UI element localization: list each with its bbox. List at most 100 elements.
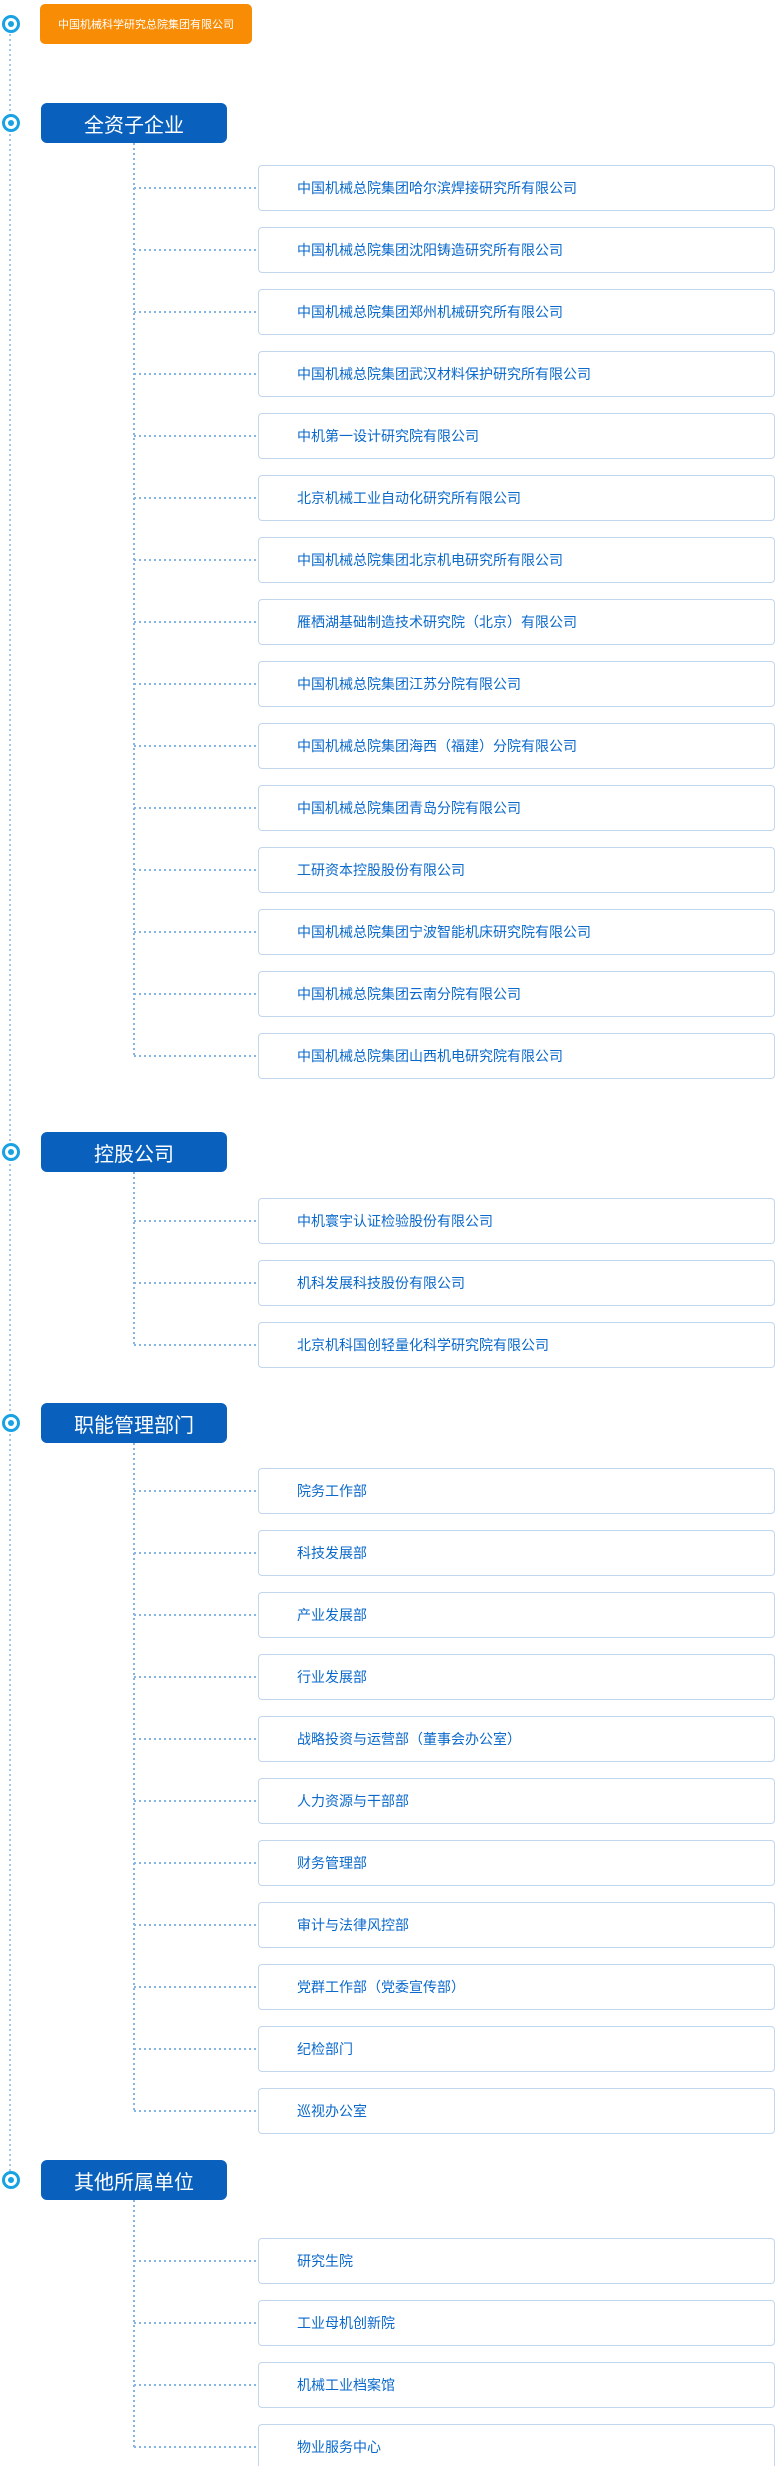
org-unit-item[interactable]: 中国机械总院集团哈尔滨焊接研究所有限公司 bbox=[134, 165, 775, 211]
section-header-departments[interactable]: 职能管理部门 bbox=[41, 1403, 227, 1443]
org-unit-label: 中国机械总院集团宁波智能机床研究院有限公司 bbox=[297, 924, 591, 940]
org-unit-item[interactable]: 战略投资与运营部（董事会办公室） bbox=[134, 1716, 775, 1762]
org-unit-item[interactable]: 纪检部门 bbox=[134, 2026, 775, 2072]
dotted-connector bbox=[134, 1676, 259, 1678]
vertical-dotted-connector bbox=[133, 143, 135, 1056]
vertical-dotted-connector bbox=[133, 1172, 135, 1345]
org-unit-label: 中国机械总院集团江苏分院有限公司 bbox=[297, 676, 521, 692]
org-unit-item[interactable]: 北京机科国创轻量化科学研究院有限公司 bbox=[134, 1322, 775, 1368]
dotted-connector bbox=[134, 1055, 259, 1057]
org-unit-item[interactable]: 机械工业档案馆 bbox=[134, 2362, 775, 2408]
org-unit-label: 机械工业档案馆 bbox=[297, 2377, 395, 2393]
section-header-wholly-owned[interactable]: 全资子企业 bbox=[41, 103, 227, 143]
org-unit-label: 研究生院 bbox=[297, 2253, 353, 2269]
org-unit-label: 科技发展部 bbox=[297, 1545, 367, 1561]
org-unit-label: 院务工作部 bbox=[297, 1483, 367, 1499]
org-unit-item[interactable]: 中国机械总院集团江苏分院有限公司 bbox=[134, 661, 775, 707]
section-header-holding[interactable]: 控股公司 bbox=[41, 1132, 227, 1172]
org-unit-label: 北京机械工业自动化研究所有限公司 bbox=[297, 490, 521, 506]
org-unit-item[interactable]: 财务管理部 bbox=[134, 1840, 775, 1886]
rail-dotted-line bbox=[9, 24, 11, 2180]
dotted-connector bbox=[134, 993, 259, 995]
org-unit-label: 北京机科国创轻量化科学研究院有限公司 bbox=[297, 1337, 549, 1353]
org-unit-item[interactable]: 审计与法律风控部 bbox=[134, 1902, 775, 1948]
org-unit-label: 中国机械总院集团武汉材料保护研究所有限公司 bbox=[297, 366, 591, 382]
dotted-connector bbox=[134, 1282, 259, 1284]
org-unit-item[interactable]: 行业发展部 bbox=[134, 1654, 775, 1700]
section-items-departments: 院务工作部 科技发展部 产业发展部 行业发展部 战略投资与运营部（董事会办公室）… bbox=[134, 1468, 775, 2150]
org-unit-label: 中国机械总院集团哈尔滨焊接研究所有限公司 bbox=[297, 180, 577, 196]
dotted-connector bbox=[134, 1862, 259, 1864]
dotted-connector bbox=[134, 2446, 259, 2448]
org-unit-label: 纪检部门 bbox=[297, 2041, 353, 2057]
section-items-other-units: 研究生院 工业母机创新院 机械工业档案馆 物业服务中心 bbox=[134, 2238, 775, 2466]
section-header-other-units[interactable]: 其他所属单位 bbox=[41, 2160, 227, 2200]
dotted-connector bbox=[134, 1924, 259, 1926]
org-unit-item[interactable]: 院务工作部 bbox=[134, 1468, 775, 1514]
dotted-connector bbox=[134, 435, 259, 437]
org-unit-label: 中国机械总院集团郑州机械研究所有限公司 bbox=[297, 304, 563, 320]
dotted-connector bbox=[134, 683, 259, 685]
org-unit-item[interactable]: 中国机械总院集团山西机电研究院有限公司 bbox=[134, 1033, 775, 1079]
dotted-connector bbox=[134, 373, 259, 375]
section-marker-icon bbox=[2, 2171, 20, 2189]
org-unit-label: 党群工作部（党委宣传部） bbox=[297, 1979, 465, 1995]
org-unit-item[interactable]: 中机寰宇认证检验股份有限公司 bbox=[134, 1198, 775, 1244]
dotted-connector bbox=[134, 869, 259, 871]
dotted-connector bbox=[134, 249, 259, 251]
dotted-connector bbox=[134, 2110, 259, 2112]
org-unit-label: 巡视办公室 bbox=[297, 2103, 367, 2119]
dotted-connector bbox=[134, 2260, 259, 2262]
org-unit-item[interactable]: 科技发展部 bbox=[134, 1530, 775, 1576]
section-marker-icon bbox=[2, 1414, 20, 1432]
org-unit-label: 物业服务中心 bbox=[297, 2439, 381, 2455]
org-unit-item[interactable]: 中国机械总院集团宁波智能机床研究院有限公司 bbox=[134, 909, 775, 955]
org-unit-item[interactable]: 中国机械总院集团云南分院有限公司 bbox=[134, 971, 775, 1017]
org-unit-label: 中机第一设计研究院有限公司 bbox=[297, 428, 479, 444]
org-unit-item[interactable]: 巡视办公室 bbox=[134, 2088, 775, 2134]
org-unit-label: 行业发展部 bbox=[297, 1669, 367, 1685]
section-marker-icon bbox=[2, 15, 20, 33]
section-items-holding: 中机寰宇认证检验股份有限公司 机科发展科技股份有限公司 北京机科国创轻量化科学研… bbox=[134, 1198, 775, 1384]
org-unit-item[interactable]: 党群工作部（党委宣传部） bbox=[134, 1964, 775, 2010]
org-unit-item[interactable]: 中机第一设计研究院有限公司 bbox=[134, 413, 775, 459]
org-unit-item[interactable]: 物业服务中心 bbox=[134, 2424, 775, 2466]
dotted-connector bbox=[134, 2384, 259, 2386]
section-marker-icon bbox=[2, 1143, 20, 1161]
org-unit-label: 机科发展科技股份有限公司 bbox=[297, 1275, 465, 1291]
org-unit-label: 工研资本控股股份有限公司 bbox=[297, 862, 465, 878]
org-unit-item[interactable]: 雁栖湖基础制造技术研究院（北京）有限公司 bbox=[134, 599, 775, 645]
org-unit-item[interactable]: 中国机械总院集团北京机电研究所有限公司 bbox=[134, 537, 775, 583]
org-unit-item[interactable]: 人力资源与干部部 bbox=[134, 1778, 775, 1824]
org-unit-item[interactable]: 工研资本控股股份有限公司 bbox=[134, 847, 775, 893]
org-unit-label: 战略投资与运营部（董事会办公室） bbox=[297, 1731, 521, 1747]
org-unit-label: 财务管理部 bbox=[297, 1855, 367, 1871]
org-unit-label: 审计与法律风控部 bbox=[297, 1917, 409, 1933]
org-root-node[interactable]: 中国机械科学研究总院集团有限公司 bbox=[40, 4, 252, 44]
dotted-connector bbox=[134, 1986, 259, 1988]
org-unit-item[interactable]: 中国机械总院集团郑州机械研究所有限公司 bbox=[134, 289, 775, 335]
org-unit-item[interactable]: 产业发展部 bbox=[134, 1592, 775, 1638]
dotted-connector bbox=[134, 2048, 259, 2050]
dotted-connector bbox=[134, 1344, 259, 1346]
org-unit-item[interactable]: 中国机械总院集团青岛分院有限公司 bbox=[134, 785, 775, 831]
org-unit-item[interactable]: 研究生院 bbox=[134, 2238, 775, 2284]
org-unit-label: 中机寰宇认证检验股份有限公司 bbox=[297, 1213, 493, 1229]
dotted-connector bbox=[134, 1614, 259, 1616]
org-unit-label: 中国机械总院集团海西（福建）分院有限公司 bbox=[297, 738, 577, 754]
section-items-wholly-owned: 中国机械总院集团哈尔滨焊接研究所有限公司 中国机械总院集团沈阳铸造研究所有限公司… bbox=[134, 165, 775, 1095]
dotted-connector bbox=[134, 497, 259, 499]
org-unit-label: 人力资源与干部部 bbox=[297, 1793, 409, 1809]
dotted-connector bbox=[134, 1800, 259, 1802]
org-unit-label: 中国机械总院集团青岛分院有限公司 bbox=[297, 800, 521, 816]
org-unit-item[interactable]: 中国机械总院集团海西（福建）分院有限公司 bbox=[134, 723, 775, 769]
org-unit-item[interactable]: 机科发展科技股份有限公司 bbox=[134, 1260, 775, 1306]
dotted-connector bbox=[134, 2322, 259, 2324]
org-unit-item[interactable]: 工业母机创新院 bbox=[134, 2300, 775, 2346]
org-unit-item[interactable]: 中国机械总院集团武汉材料保护研究所有限公司 bbox=[134, 351, 775, 397]
org-unit-label: 中国机械总院集团北京机电研究所有限公司 bbox=[297, 552, 563, 568]
org-unit-item[interactable]: 中国机械总院集团沈阳铸造研究所有限公司 bbox=[134, 227, 775, 273]
org-unit-label: 中国机械总院集团沈阳铸造研究所有限公司 bbox=[297, 242, 563, 258]
org-unit-item[interactable]: 北京机械工业自动化研究所有限公司 bbox=[134, 475, 775, 521]
